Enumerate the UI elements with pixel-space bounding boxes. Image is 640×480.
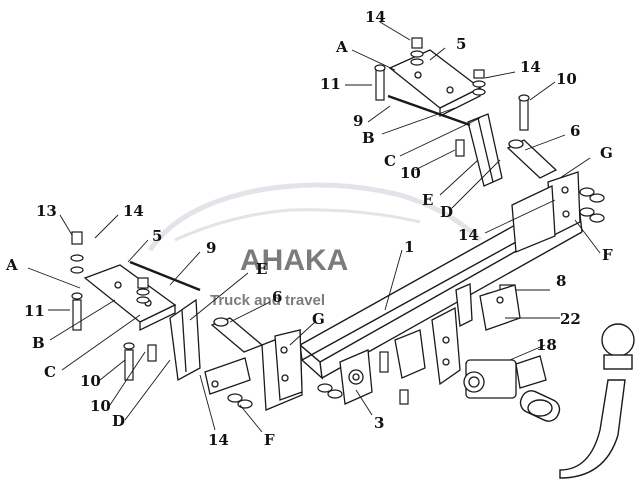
label-left-A: A [5, 256, 18, 274]
small-bracket [394, 329, 426, 379]
label-top-E: E [422, 191, 433, 209]
label-left-11: 11 [24, 302, 45, 320]
label-top-F: F [602, 246, 613, 264]
label-left-14b: 14 [208, 431, 229, 449]
label-left-10b: 10 [90, 397, 111, 415]
label-left-13: 13 [36, 202, 57, 220]
label-left-E: E [256, 260, 267, 278]
bracket-top-E [467, 113, 503, 187]
label-left-F: F [264, 431, 275, 449]
label-left-B: B [32, 334, 45, 352]
plate-left-5 [83, 264, 177, 332]
label-top-G: G [600, 144, 613, 162]
tube-top-6 [506, 139, 558, 179]
label-top-10: 10 [556, 70, 577, 88]
label-top-B: B [362, 129, 375, 147]
label-left-14: 14 [123, 202, 144, 220]
watermark-tagline: Truck and travel [210, 292, 325, 309]
label-top-14c: 14 [458, 226, 479, 244]
tube-left-6 [210, 317, 264, 353]
label-top-A: A [335, 38, 348, 56]
label-top-D: D [440, 203, 453, 221]
leader-lines [27, 21, 601, 433]
label-left-5: 5 [152, 227, 162, 245]
watermark-brand: AHAKA [240, 244, 348, 277]
side-plate-left [261, 329, 303, 411]
label-left-10: 10 [80, 372, 101, 390]
label-18: 18 [536, 336, 557, 354]
part-labels: 14 A 5 14 11 10 9 B C 10 6 G E D 14 F 13… [5, 8, 613, 449]
label-top-6: 6 [570, 122, 580, 140]
label-22: 22 [560, 310, 581, 328]
rod-top-9 [387, 94, 471, 127]
label-left-C: C [44, 363, 56, 381]
watermark: AHAKA Truck and travel [147, 182, 482, 309]
electrical-socket-18 [463, 355, 547, 399]
label-top-5: 5 [456, 35, 466, 53]
label-8: 8 [556, 272, 566, 290]
socket-plate-3 [339, 349, 373, 405]
label-left-6: 6 [272, 288, 282, 306]
ball-mount-bracket [431, 283, 521, 386]
tow-ball [519, 323, 635, 479]
plate-top-5 [388, 49, 482, 118]
fasteners [70, 37, 605, 409]
bracket-left-E [169, 298, 201, 382]
label-top-C: C [384, 152, 396, 170]
label-left-D: D [112, 412, 125, 430]
side-plate-right [511, 171, 581, 253]
label-top-11: 11 [320, 75, 341, 93]
label-top-9: 9 [353, 112, 363, 130]
label-left-9: 9 [206, 239, 216, 257]
watermark-car-outline [147, 182, 482, 252]
label-3: 3 [374, 414, 384, 432]
label-left-G: G [312, 310, 325, 328]
rod-left-9 [129, 260, 201, 292]
label-top-14: 14 [365, 8, 386, 26]
label-top-10b: 10 [400, 164, 421, 182]
bracket-left-F [204, 357, 251, 395]
label-top-14b: 14 [520, 58, 541, 76]
label-crossbeam-1: 1 [404, 238, 414, 256]
